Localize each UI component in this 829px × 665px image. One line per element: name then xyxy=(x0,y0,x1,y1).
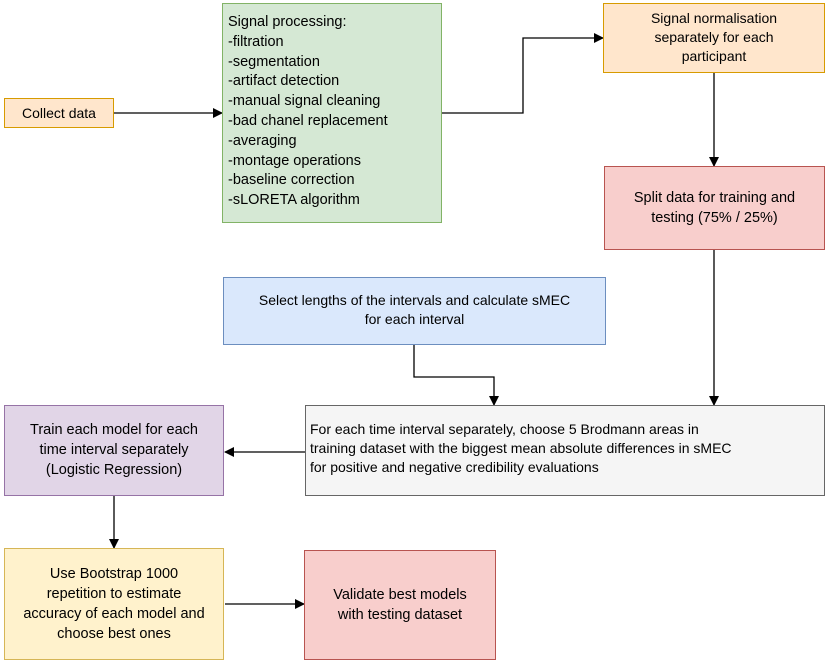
collect-data-label: Collect data xyxy=(22,104,96,121)
processing-step: -filtration xyxy=(228,33,284,50)
processing-step: -segmentation xyxy=(228,53,320,70)
choose-brodmann-areas-box: For each time interval separately, choos… xyxy=(305,405,825,496)
select-intervals-box: Select lengths of the intervals and calc… xyxy=(223,277,606,345)
choose-line: training dataset with the biggest mean a… xyxy=(310,440,732,456)
validate-line: with testing dataset xyxy=(337,607,463,623)
train-line: Train each model for each xyxy=(30,422,198,438)
processing-step: -artifact detection xyxy=(228,73,340,90)
processing-step: -averaging xyxy=(228,132,297,149)
bootstrap-line: Use Bootstrap 1000 xyxy=(49,566,179,582)
train-line: (Logistic Regression) xyxy=(45,462,183,478)
signal-processing-box: Signal processing: -filtration -segmenta… xyxy=(222,3,442,223)
normalisation-line: participant xyxy=(681,48,747,64)
collect-data-box: Collect data xyxy=(4,98,114,128)
split-data-box: Split data for training and testing (75%… xyxy=(604,166,825,250)
processing-step: -bad chanel replacement xyxy=(228,112,388,129)
arrow-processing-to-normalisation xyxy=(442,33,604,114)
choose-line: For each time interval separately, choos… xyxy=(310,421,699,437)
arrow-select-to-choose xyxy=(413,345,499,406)
processing-step: -manual signal cleaning xyxy=(228,93,381,110)
signal-normalisation-box: Signal normalisation separately for each… xyxy=(603,3,825,73)
processing-step: -montage operations xyxy=(228,152,361,169)
split-line: testing (75% / 25%) xyxy=(651,210,778,226)
choose-line: for positive and negative credibility ev… xyxy=(310,459,599,475)
bootstrap-line: repetition to estimate xyxy=(46,586,182,602)
bootstrap-box: Use Bootstrap 1000 repetition to estimat… xyxy=(4,548,224,660)
train-line: time interval separately xyxy=(39,442,189,458)
select-line: Select lengths of the intervals and calc… xyxy=(258,292,571,308)
normalisation-line: Signal normalisation xyxy=(650,10,778,26)
validate-models-box: Validate best models with testing datase… xyxy=(304,550,496,660)
normalisation-line: separately for each xyxy=(654,29,774,45)
train-model-box: Train each model for each time interval … xyxy=(4,405,224,496)
split-line: Split data for training and xyxy=(633,190,796,206)
bootstrap-line: choose best ones xyxy=(57,626,171,642)
bootstrap-line: accuracy of each model and xyxy=(23,606,205,622)
select-line: for each interval xyxy=(364,311,465,327)
processing-step: -baseline correction xyxy=(228,172,355,189)
validate-line: Validate best models xyxy=(333,587,467,603)
processing-step: -sLORETA algorithm xyxy=(228,192,360,209)
signal-processing-title: Signal processing: xyxy=(228,14,347,30)
